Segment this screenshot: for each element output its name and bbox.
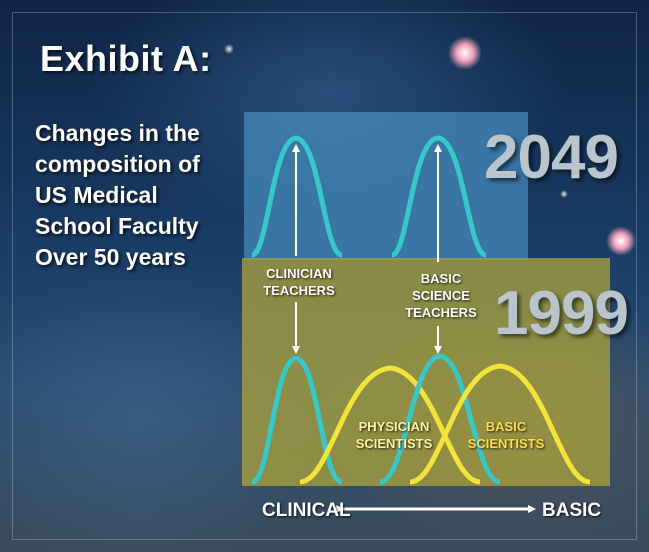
label-line: SCIENTISTS (355, 436, 433, 451)
slide-title: Exhibit A: (40, 38, 212, 79)
curve-1999-basic-scientists (409, 363, 591, 485)
star-glow (224, 44, 234, 54)
label-basic-science-teachers: BASIC SCIENCE TEACHERS (396, 270, 486, 321)
curve-1999-physician-scientists (299, 365, 481, 485)
label-line: SCIENCE (412, 288, 470, 303)
label-clinician-teachers: CLINICIAN TEACHERS (254, 265, 344, 299)
subtitle-line: composition of (35, 151, 200, 177)
label-line: PHYSICIAN (358, 419, 430, 434)
curve-2049-clinician-teachers (250, 135, 344, 258)
slide-frame (12, 12, 637, 540)
axis-label-basic: BASIC (542, 500, 602, 521)
label-physician-scientists: PHYSICIAN SCIENTISTS (346, 418, 442, 452)
axis-label-clinical: CLINICAL (262, 500, 351, 521)
star-glow (560, 190, 568, 198)
curve-1999-basic-science-teachers (379, 353, 501, 485)
label-line: CLINICIAN (266, 266, 332, 281)
label-basic-scientists: BASIC SCIENTISTS (458, 418, 554, 452)
curve-1999-clinician-teachers (250, 355, 344, 485)
label-line: TEACHERS (405, 305, 477, 320)
panel-2049 (244, 112, 528, 260)
label-line: BASIC (420, 271, 462, 286)
year-label-2049: 2049 (484, 123, 619, 192)
subtitle-line: Changes in the (35, 120, 200, 146)
label-line: TEACHERS (263, 283, 335, 298)
nebula-star (606, 226, 636, 256)
label-line: BASIC (485, 419, 527, 434)
subtitle-line: US Medical (35, 182, 158, 208)
subtitle-line: School Faculty (35, 213, 199, 239)
label-line: SCIENTISTS (467, 436, 545, 451)
nebula-star (448, 36, 482, 70)
slide-subtitle: Changes in the composition of US Medical… (35, 118, 250, 273)
curve-2049-basic-science-teachers (390, 135, 488, 258)
year-label-1999: 1999 (494, 279, 629, 348)
subtitle-line: Over 50 years (35, 244, 186, 270)
